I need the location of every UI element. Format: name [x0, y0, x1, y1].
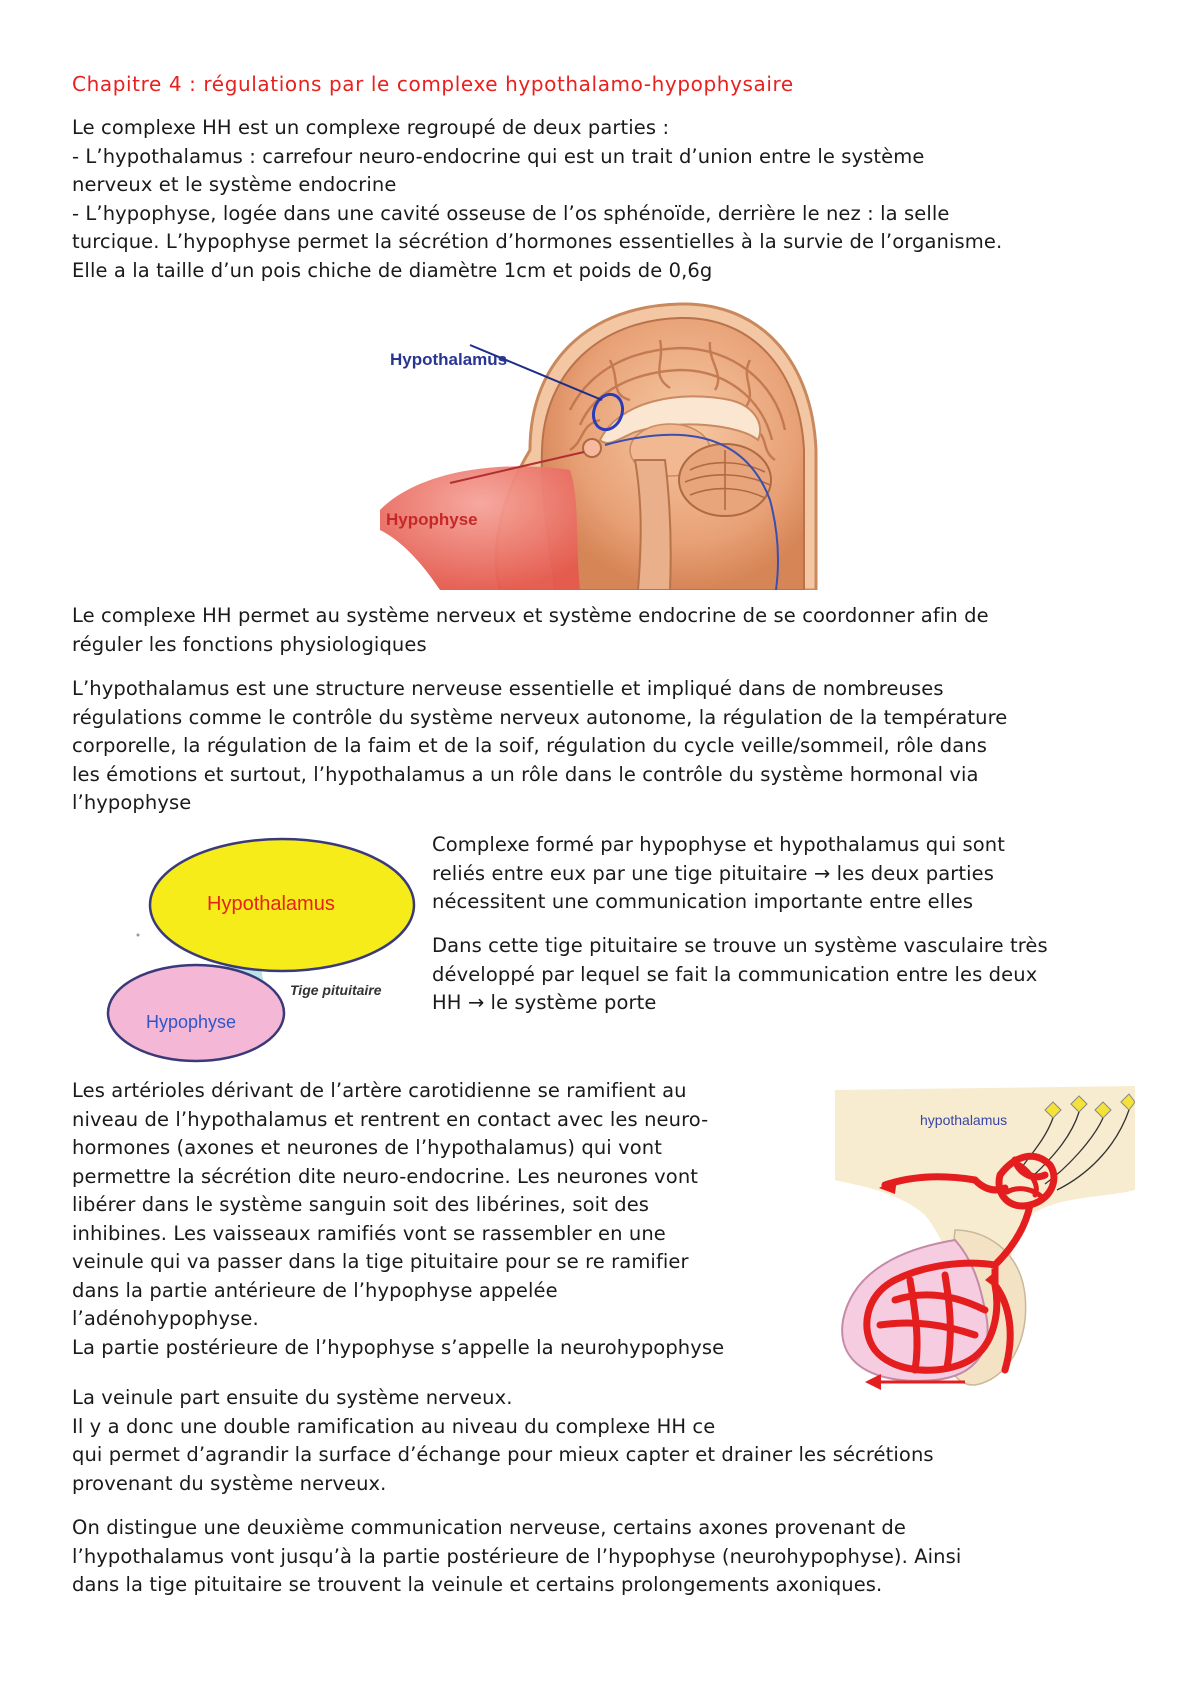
text-line: Les artérioles dérivant de l’artère caro…	[72, 1079, 687, 1102]
text-line: hormones (axones et neurones de l’hypoth…	[72, 1136, 662, 1159]
arterioles-paragraph: Les artérioles dérivant de l’artère caro…	[72, 1077, 724, 1362]
axones-paragraph: On distingue une deuxième communication …	[72, 1514, 961, 1600]
text-line: Complexe formé par hypophyse et hypothal…	[432, 833, 1005, 856]
text-line: On distingue une deuxième communication …	[72, 1516, 906, 1539]
schema-label-hypothalamus: Hypothalamus	[207, 893, 335, 915]
brain-sagittal-figure	[380, 300, 820, 590]
coordination-paragraph: Le complexe HH permet au système nerveux…	[72, 602, 989, 659]
text-line: nerveux et le système endocrine	[72, 173, 397, 196]
text-line: qui permet d’agrandir la surface d’échan…	[72, 1443, 934, 1466]
text-line: corporelle, la régulation de la faim et …	[72, 734, 988, 757]
text-line: La veinule part ensuite du système nerve…	[72, 1386, 513, 1409]
brain-label-hypophyse: Hypophyse	[386, 510, 478, 529]
intro-paragraph: Le complexe HH est un complexe regroupé …	[72, 114, 1002, 285]
text-line: niveau de l’hypothalamus et rentrent en …	[72, 1107, 709, 1131]
text-line: inhibines. Les vaisseaux ramifiés vont s…	[72, 1221, 666, 1245]
brain-label-hypothalamus: Hypothalamus	[390, 350, 508, 369]
text-line: turcique. L’hypophyse permet la sécrétio…	[72, 230, 1003, 253]
text-line: Il y a donc une double ramification au n…	[72, 1414, 716, 1438]
text-line: Dans cette tige pituitaire se trouve un …	[432, 934, 1048, 957]
text-line: l’adénohypophyse.	[72, 1307, 259, 1330]
text-line: les émotions et surtout, l’hypothalamus …	[72, 762, 979, 786]
text-line: Le complexe HH permet au système nerveux…	[72, 604, 989, 627]
veinule-paragraph: La veinule part ensuite du système nerve…	[72, 1384, 934, 1498]
hh-schema-figure	[100, 835, 420, 1065]
text-line: l’hypophyse	[72, 791, 192, 814]
text-line: régulations comme le contrôle du système…	[72, 705, 1008, 729]
text-line: développé par lequel se fait la communic…	[432, 962, 1038, 986]
text-line: provenant du système nerveux.	[72, 1471, 387, 1495]
text-line: permettre la sécrétion dite neuro-endocr…	[72, 1164, 699, 1188]
text-line: - L’hypophyse, logée dans une cavité oss…	[72, 201, 950, 225]
portal-system-figure	[835, 1080, 1135, 1400]
text-line: La partie postérieure de l’hypophyse s’a…	[72, 1335, 725, 1359]
text-line: - L’hypothalamus : carrefour neuro-endoc…	[72, 144, 925, 168]
schema-label-tige: Tige pituitaire	[290, 982, 382, 998]
text-line: libérer dans le système sanguin soit des…	[72, 1193, 650, 1216]
text-line: dans la tige pituitaire se trouvent la v…	[72, 1573, 883, 1596]
chapter-title: Chapitre 4 : régulations par le complexe…	[72, 72, 794, 96]
hypothalamus-paragraph: L’hypothalamus est une structure nerveus…	[72, 675, 1007, 818]
text-line: Elle a la taille d’un pois chiche de dia…	[72, 258, 713, 282]
text-line: nécessitent une communication importante…	[432, 890, 974, 913]
portal-label-hypothalamus: hypothalamus	[920, 1112, 1008, 1128]
text-line: veinule qui va passer dans la tige pitui…	[72, 1250, 689, 1273]
text-line: reliés entre eux par une tige pituitaire…	[432, 861, 995, 885]
schema-label-hypophyse: Hypophyse	[146, 1012, 237, 1032]
vasculaire-paragraph: Dans cette tige pituitaire se trouve un …	[432, 932, 1048, 1018]
text-line: l’hypothalamus vont jusqu’à la partie po…	[72, 1544, 962, 1568]
text-line: HH → le système porte	[432, 991, 657, 1014]
tige-paragraph: Complexe formé par hypophyse et hypothal…	[432, 831, 1005, 917]
text-line: réguler les fonctions physiologiques	[72, 632, 427, 656]
text-line: L’hypothalamus est une structure nerveus…	[72, 677, 944, 700]
text-line: Le complexe HH est un complexe regroupé …	[72, 116, 670, 139]
text-line: dans la partie antérieure de l’hypophyse…	[72, 1278, 558, 1302]
